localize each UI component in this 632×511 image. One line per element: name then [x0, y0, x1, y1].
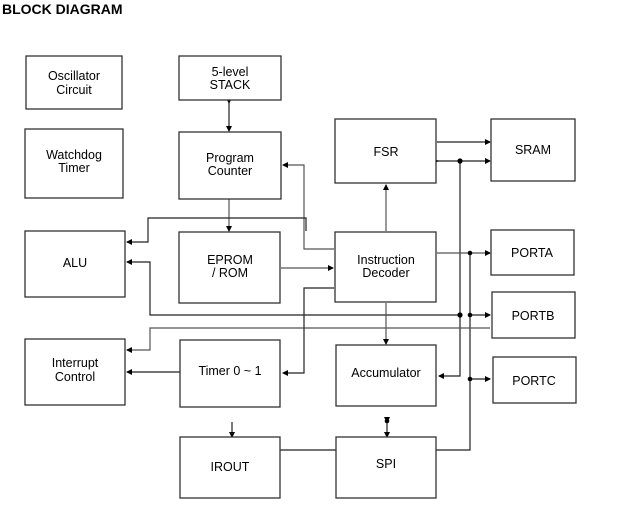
- block-label: SRAM: [515, 143, 551, 157]
- block-timer-0-1: Timer 0 ~ 1: [179, 339, 281, 408]
- block-porta: PORTA: [490, 229, 575, 276]
- block-program-counter: Program Counter: [178, 131, 282, 200]
- block-label: SPI: [376, 457, 396, 471]
- block-watchdog-timer: Watchdog Timer: [24, 128, 124, 199]
- block-label: STACK: [210, 78, 251, 92]
- wire-decoder-alu-upper: [126, 217, 307, 245]
- wire-data-bus: [438, 161, 461, 379]
- block-label: Oscillator: [48, 69, 100, 83]
- block-label: Watchdog: [46, 148, 102, 162]
- block-spi: SPI: [335, 436, 437, 499]
- wire-alu-lower: [126, 259, 460, 316]
- block-label: 5-level: [212, 65, 249, 79]
- block-label: / ROM: [212, 266, 248, 280]
- block-label: Decoder: [362, 266, 409, 280]
- block-fsr: FSR: [334, 118, 437, 184]
- junction-dot: [457, 312, 463, 318]
- block-irout: IROUT: [179, 436, 281, 499]
- wire-portb-interrupt: [126, 327, 490, 353]
- block-label: Program: [206, 151, 254, 165]
- block-label: PORTA: [511, 246, 554, 260]
- block-label: ALU: [63, 256, 87, 270]
- wire-decoder-timer: [282, 287, 334, 376]
- block-label: Control: [55, 370, 95, 384]
- diagram-title: BLOCK DIAGRAM: [2, 1, 123, 17]
- block-oscillator-circuit: Oscillator Circuit: [25, 55, 123, 110]
- block-label: Accumulator: [351, 366, 420, 380]
- junction-dot: [467, 376, 473, 382]
- block-portc: PORTC: [492, 356, 577, 404]
- block-interrupt-control: Interrupt Control: [24, 338, 126, 406]
- block-label: PORTC: [512, 374, 556, 388]
- block-label: EPROM: [207, 253, 253, 267]
- junction-dot: [467, 312, 473, 318]
- block-label: Interrupt: [52, 356, 99, 370]
- block-label: FSR: [374, 145, 399, 159]
- block-accumulator: Accumulator: [335, 344, 437, 407]
- block-instruction-decoder: Instruction Decoder: [334, 231, 437, 303]
- block-eprom-rom: EPROM / ROM: [178, 231, 281, 304]
- block-label: PORTB: [512, 309, 555, 323]
- junction-dot: [457, 158, 463, 164]
- block-label: Timer 0 ~ 1: [198, 364, 261, 378]
- junction-dot: [467, 250, 473, 256]
- block-label: Instruction: [357, 253, 415, 267]
- junction-dot: [384, 418, 390, 424]
- block-sram: SRAM: [490, 118, 576, 182]
- block-alu: ALU: [24, 230, 126, 298]
- block-5-level-stack: 5-level STACK: [178, 55, 282, 101]
- block-label: Circuit: [56, 83, 92, 97]
- block-label: IROUT: [211, 460, 250, 474]
- block-portb: PORTB: [491, 291, 576, 339]
- wire-decoder-pc: [282, 162, 334, 250]
- block-label: Timer: [58, 161, 89, 175]
- block-label: Counter: [208, 164, 252, 178]
